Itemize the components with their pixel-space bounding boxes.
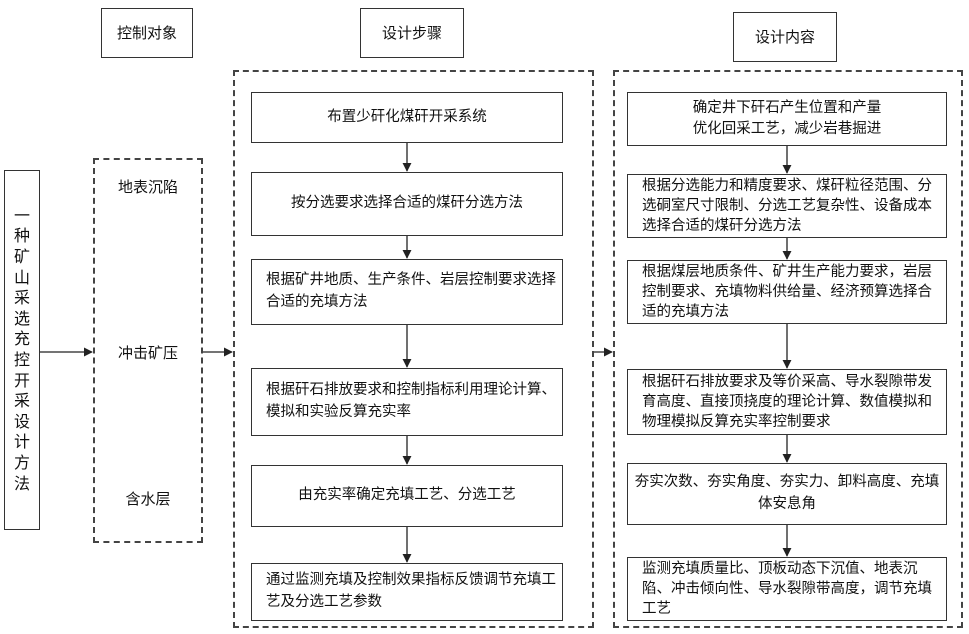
connector-arrows: [0, 0, 969, 634]
